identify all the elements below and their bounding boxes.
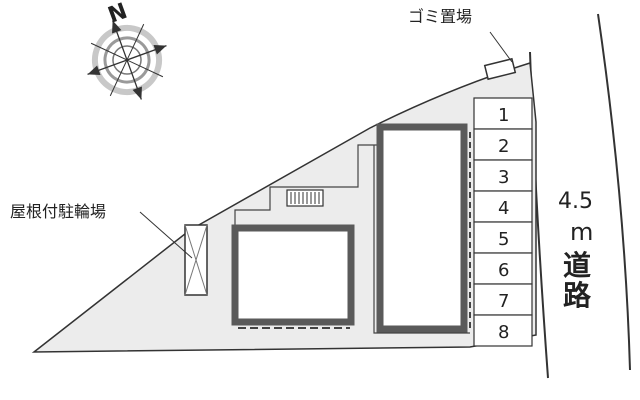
road-unit-label: m xyxy=(570,218,593,246)
road-name-char-1: 道 xyxy=(563,249,591,282)
building-left xyxy=(231,224,355,326)
parking-number-2: 2 xyxy=(498,136,509,157)
road-width-label: 4.5 xyxy=(558,189,593,214)
bicycle-label: 屋根付駐輪場 xyxy=(10,202,106,221)
road-edge-right xyxy=(597,13,631,371)
walkway-outline xyxy=(234,144,378,225)
garbage-area xyxy=(483,57,517,81)
parking-space-1 xyxy=(473,97,533,130)
bicycle-parking-cross-b xyxy=(184,224,208,296)
parking-number-4: 4 xyxy=(498,198,509,219)
parking-number-6: 6 xyxy=(498,260,509,281)
parking-space-6 xyxy=(473,252,533,285)
parking-number-1: 1 xyxy=(498,105,509,126)
parking-spaces: 1 2 3 4 5 6 7 8 xyxy=(473,97,533,347)
parking-number-3: 3 xyxy=(498,167,509,188)
parking-number-5: 5 xyxy=(498,229,509,250)
parking-space-2 xyxy=(473,128,533,161)
bicycle-leader-line xyxy=(139,211,193,259)
parking-space-8 xyxy=(473,314,533,347)
road-name-char-2: 路 xyxy=(563,279,592,312)
stair-lines xyxy=(290,192,320,204)
garbage-leader-line xyxy=(489,31,513,63)
compass-rose-icon xyxy=(87,20,167,100)
parking-space-7 xyxy=(473,283,533,316)
garbage-label: ゴミ置場 xyxy=(408,7,472,26)
parking-number-7: 7 xyxy=(498,291,509,312)
compass-north-label: N xyxy=(105,0,131,29)
stair-block xyxy=(286,189,324,207)
building-right xyxy=(376,123,468,333)
building-right-side-edge xyxy=(373,145,470,334)
parking-number-8: 8 xyxy=(498,322,509,343)
